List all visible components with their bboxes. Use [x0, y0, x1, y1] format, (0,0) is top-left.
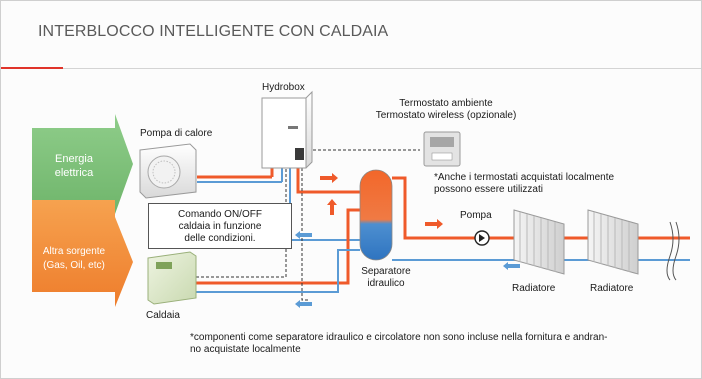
- heat-pump-icon: [139, 143, 197, 199]
- boiler-icon: [147, 251, 197, 305]
- thermostat-label: Termostato ambiente Termostato wireless …: [356, 98, 536, 122]
- flow-arrow-icon: [320, 173, 338, 183]
- thermostat-icon: [423, 131, 461, 167]
- flow-arrows: [295, 173, 520, 308]
- electric-energy-line2: elettrica: [54, 167, 94, 179]
- page-title: INTERBLOCCO INTELLIGENTE CON CALDAIA: [38, 23, 389, 40]
- radiator-icon: [513, 209, 565, 275]
- pump-icon: [474, 230, 490, 246]
- control-wiring: [196, 149, 420, 301]
- footnote-line1: *componenti come separatore idraulico e …: [190, 332, 608, 343]
- title-divider: [1, 68, 701, 69]
- other-source-label: Altra sorgente (Gas, Oil, etc): [34, 245, 114, 273]
- flow-arrow-icon: [327, 199, 337, 215]
- flow-arrow-icon: [503, 262, 520, 270]
- flow-arrow-icon: [425, 219, 443, 229]
- command-line2: caldaia in funzione: [178, 221, 262, 232]
- thermostat-note-line1: *Anche i termostati acquistati localment…: [434, 172, 615, 183]
- other-source-line2: (Gas, Oil, etc): [43, 260, 105, 271]
- flow-arrow-icon: [295, 300, 312, 308]
- footnote-line2: no acquistate localmente: [190, 344, 301, 355]
- thermostat-line1: Termostato ambiente: [399, 98, 493, 109]
- thermostat-note: *Anche i termostati acquistati localment…: [434, 172, 614, 196]
- radiator-2-label: Radiatore: [590, 283, 634, 294]
- hydrobox-label: Hydrobox: [262, 82, 305, 93]
- boiler-label: Caldaia: [146, 310, 180, 321]
- title-accent-bar: [1, 67, 63, 69]
- thermostat-line2: Termostato wireless (opzionale): [375, 110, 517, 121]
- separator-line2: idraulico: [367, 278, 405, 289]
- on-off-command-callout: Comando ON/OFF caldaia in funzione delle…: [148, 203, 292, 249]
- electric-energy-arrow: [32, 114, 133, 214]
- other-source-line1: Altra sorgente: [42, 246, 106, 257]
- radiator-1-label: Radiatore: [512, 283, 556, 294]
- pump-label: Pompa: [460, 210, 492, 221]
- command-line3: delle condizioni.: [184, 233, 256, 244]
- other-source-arrow: [32, 200, 133, 307]
- flow-arrow-icon: [295, 231, 312, 239]
- electric-energy-label: Energia elettrica: [34, 152, 114, 180]
- footnote: *componenti come separatore idraulico e …: [190, 332, 690, 356]
- heat-pump-label: Pompa di calore: [140, 128, 213, 139]
- hydrobox-icon: [261, 90, 313, 169]
- command-line1: Comando ON/OFF: [178, 209, 262, 220]
- separator-line1: Separatore: [361, 266, 411, 277]
- electric-energy-line1: Energia: [55, 153, 93, 165]
- thermostat-note-line2: possono essere utilizzati: [434, 184, 543, 195]
- radiator-icon: [587, 209, 639, 275]
- separator-label: Separatore idraulico: [356, 266, 416, 290]
- separator-tank-icon: [359, 169, 393, 261]
